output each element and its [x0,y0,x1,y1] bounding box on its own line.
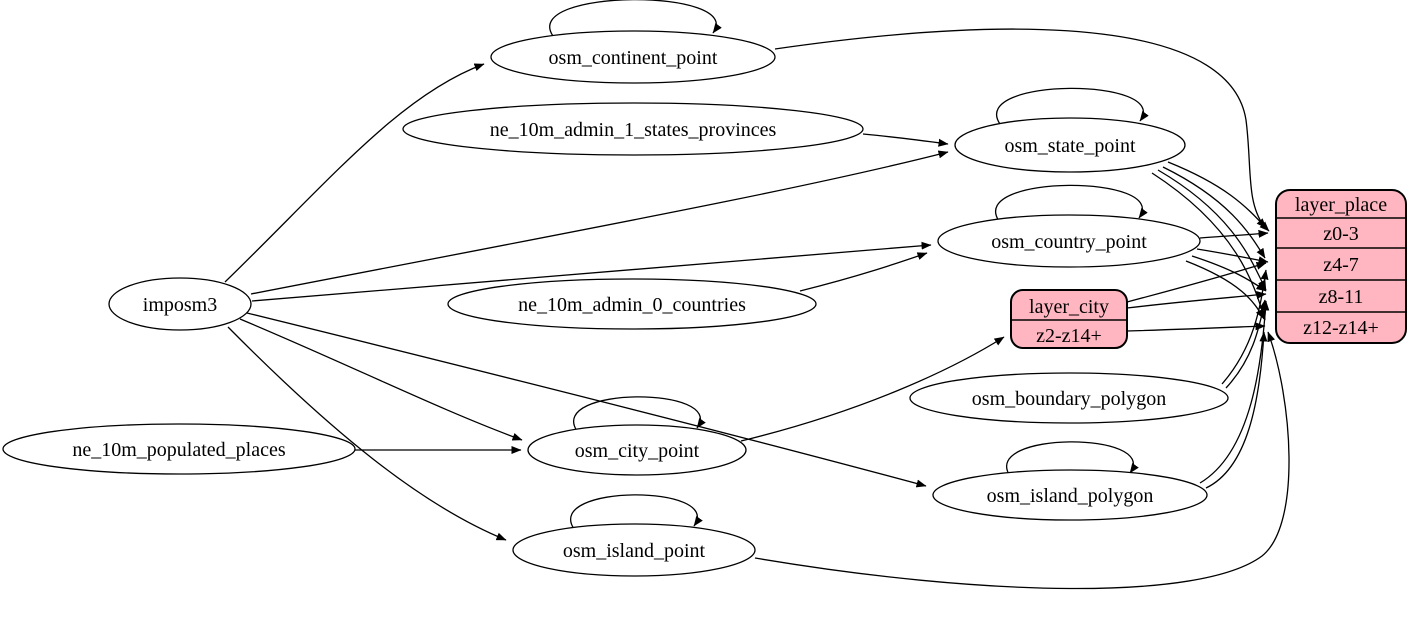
edge-osm_country_point-layer_place-z0-3 [1199,229,1269,239]
layer_place-row-z4-7: z4-7 [1323,254,1359,276]
layer_city-row-z2-z14: z2-z14+ [1036,325,1102,347]
edge-osm_country_point-layer_place-z4-7 [1196,248,1269,265]
osm_island_polygon-label: osm_island_polygon [987,485,1154,507]
ne_10m_populated_places-label: ne_10m_populated_places [72,439,285,461]
edge-imposm3-osm_island_polygon [246,312,927,488]
edge-osm_island_point-layer_place-z12-z14 [754,331,1290,590]
edge-osm_state_point-layer_place-z4-7 [1162,166,1266,259]
self-loop-osm_country_point [995,184,1148,222]
osm_city_point-ellipse [527,424,747,476]
node-layer_place: layer_place z0-3 z4-7 z8-11 z12-z14+ [1275,189,1407,344]
layer_city-title: layer_city [1029,296,1109,318]
osm_continent_point-label: osm_continent_point [549,47,718,69]
edge-osm_country_point-layer_place-z8-11 [1191,255,1267,292]
ne_10m_admin_1_states_provinces-ellipse [402,102,864,156]
node-layer_city: layer_city z2-z14+ [1010,289,1128,349]
self-loop-osm_island_point [570,494,703,530]
self-loop-osm_state_point [996,87,1149,125]
layer_place-row-z12-z14: z12-z14+ [1303,317,1379,339]
osm_city_point-label: osm_city_point [575,440,700,462]
ne_10m_admin_0_countries-label: ne_10m_admin_0_countries [518,294,746,316]
node-ne_10m_admin_1_states_provinces: ne_10m_admin_1_states_provinces [402,102,864,156]
edge-imposm3-osm_continent_point [224,63,485,283]
imposm3-label: imposm3 [143,294,217,316]
edge-osm_island_polygon-layer_place-z12-z14 [1205,331,1268,489]
node-osm_boundary_polygon: osm_boundary_polygon [909,372,1229,424]
node-imposm3: imposm3 [108,277,252,331]
edges-group [224,0,1290,590]
edge-osm_island_polygon-layer_place-z8-11 [1199,300,1270,484]
osm_boundary_polygon-label: osm_boundary_polygon [972,388,1166,410]
ne_10m_admin_1_states_provinces-label: ne_10m_admin_1_states_provinces [490,119,777,141]
node-ne_10m_admin_0_countries: ne_10m_admin_0_countries [447,278,817,330]
imposm3-ellipse [108,277,252,331]
self-loop-osm_city_point [573,396,706,432]
edge-ne_10m_admin_0_countries-osm_country_point [799,252,928,292]
osm_island_point-ellipse [512,523,756,577]
node-osm_city_point: osm_city_point [527,424,747,476]
edge-imposm3-osm_city_point [239,318,523,441]
edge-osm_country_point-layer_place-z12-z14 [1185,260,1265,320]
edge-ne_10m_admin_1_states_provinces-osm_state_point [862,133,949,147]
edge-osm_boundary_polygon-layer_place-z4-7 [1221,269,1269,385]
ne_10m_populated_places-ellipse [2,423,356,475]
node-osm_island_point: osm_island_point [512,523,756,577]
edge-osm_city_point-layer_place-z4-7 [1126,261,1267,303]
layer_place-row-z0-3: z0-3 [1323,223,1359,245]
edge-osm_city_point-layer_city [740,336,1005,442]
osm_island_polygon-ellipse [932,469,1208,521]
edge-osm_boundary_polygon-layer_place-z8-11 [1225,299,1268,389]
self-loop-osm_island_polygon [1006,441,1139,477]
node-osm_country_point: osm_country_point [937,214,1201,268]
edge-imposm3-osm_state_point [250,150,949,295]
layer_city-box [1010,289,1128,349]
osm_continent_point-ellipse [490,30,776,84]
osm_island_point-label: osm_island_point [563,540,706,562]
osm_country_point-ellipse [937,214,1201,268]
node-ne_10m_populated_places: ne_10m_populated_places [2,423,356,475]
ne_10m_admin_0_countries-ellipse [447,278,817,330]
osm_state_point-label: osm_state_point [1004,135,1136,157]
layer_place-box [1275,189,1407,344]
edge-osm_state_point-layer_place-z0-3 [1167,161,1267,229]
node-osm_continent_point: osm_continent_point [490,30,776,84]
layer_place-title: layer_place [1295,194,1387,216]
osm_state_point-ellipse [954,117,1186,173]
self-loop-osm_continent_point [549,0,722,37]
layer_place-row-z8-11: z8-11 [1319,286,1364,308]
edge-osm_city_point-layer_place-z8-11 [1126,291,1267,309]
edge-osm_city_point-layer_place-z12-z14 [1126,322,1266,332]
node-osm_island_polygon: osm_island_polygon [932,469,1208,521]
osm_boundary_polygon-ellipse [909,372,1229,424]
node-osm_state_point: osm_state_point [954,117,1186,173]
osm_country_point-label: osm_country_point [991,231,1147,253]
edge-imposm3-osm_island_point [227,326,507,541]
